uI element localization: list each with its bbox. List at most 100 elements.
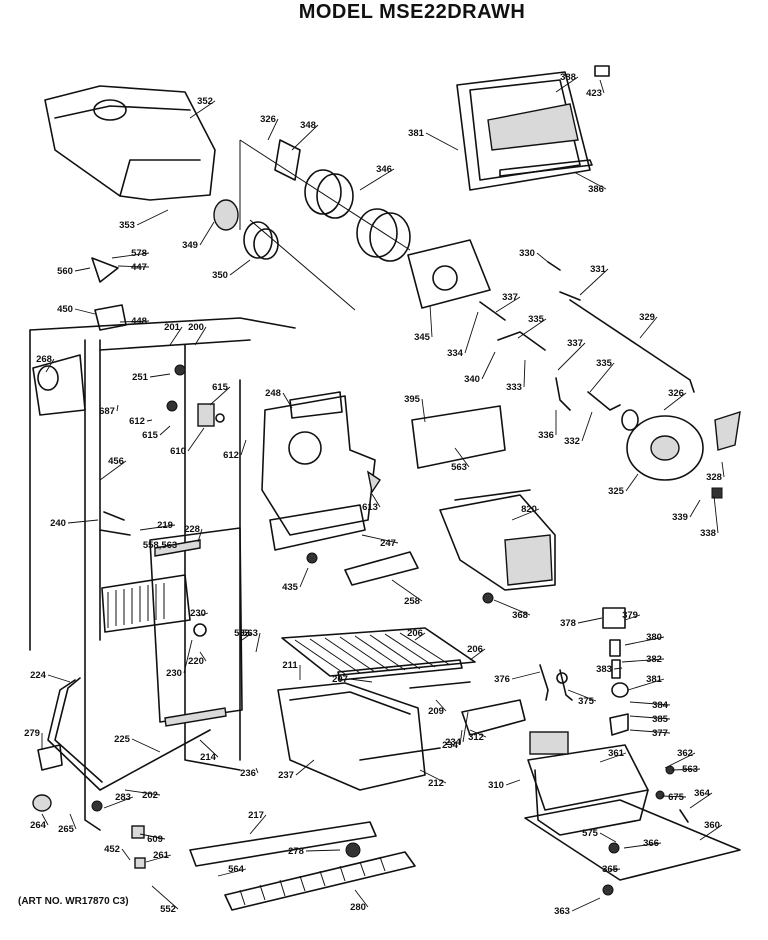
callout-225: 225 (114, 734, 161, 753)
callout-leader (625, 473, 639, 492)
callout-number: 236 (240, 768, 256, 779)
callout-leader (359, 168, 395, 191)
callout-number: 346 (376, 164, 392, 175)
callout-leader (555, 76, 579, 93)
callout-number: 381 (646, 674, 663, 685)
dispenser-door-381 (456, 65, 610, 191)
callout-leader (699, 824, 723, 841)
callout-number: 563 (682, 764, 698, 775)
callout-number: 329 (639, 312, 655, 323)
callout-leader (511, 508, 540, 521)
auger-motor-325 (621, 409, 741, 499)
callout-leader (599, 752, 627, 763)
callout-number: 248 (265, 388, 281, 399)
hardware (32, 257, 689, 896)
callout-number: 609 (147, 834, 163, 845)
callout-leader (689, 792, 713, 809)
callout-leader (299, 567, 309, 588)
callout-number: 214 (200, 752, 217, 763)
callout-219: 219 (139, 520, 176, 531)
callout-332: 332 (564, 411, 593, 447)
callout-leader (124, 789, 161, 796)
callout-number: 383 (596, 664, 612, 675)
callout-leader (189, 100, 216, 119)
callout-leader (493, 599, 531, 616)
callout-615: 615 (209, 382, 231, 406)
callout-leader (136, 209, 169, 226)
callout-number: 380 (646, 632, 662, 643)
callout-280: 280 (350, 889, 369, 913)
callout-leader (197, 528, 203, 543)
callout-365: 365 (602, 864, 621, 875)
callout-345: 345 (414, 304, 433, 343)
callout-612: 612 (223, 439, 247, 461)
callout-leader (240, 439, 247, 456)
roller-264 (32, 794, 52, 812)
callout-number: 234 (442, 740, 459, 751)
callout-number: 283 (115, 792, 131, 803)
callout-240: 240 (50, 518, 99, 529)
callout-leader (354, 889, 369, 908)
callout-leader (45, 358, 55, 373)
callout-number: 381 (408, 128, 425, 139)
callout-number: 219 (157, 520, 173, 531)
callout-number: 353 (119, 220, 135, 231)
callout-number: 423 (586, 88, 602, 99)
callout-leader (589, 362, 615, 393)
callout-number: 610 (170, 446, 186, 457)
callout-435: 435 (282, 567, 309, 593)
callout-382: 382 (621, 654, 665, 665)
callout-number: 366 (643, 838, 659, 849)
callout-820: 820 (511, 504, 540, 521)
callout-leader (511, 671, 541, 680)
callout-leader (481, 351, 496, 380)
callout-leader (47, 674, 71, 683)
callout-564: 564 (217, 864, 247, 877)
callout-number: 278 (288, 846, 304, 857)
callout-563: 563 (234, 628, 253, 641)
callout-number: 264 (30, 820, 47, 831)
callout-leader (131, 738, 161, 753)
callout-number: 564 (228, 864, 245, 875)
callout-leader (689, 499, 701, 518)
callout-leader (371, 493, 381, 508)
callout-leader (217, 868, 247, 877)
callout-leader (581, 411, 593, 442)
callout-264: 264 (30, 813, 49, 831)
callout-leader (187, 427, 205, 452)
callout-number: 334 (447, 348, 464, 359)
callout-number: 230 (190, 608, 206, 619)
callout-329: 329 (639, 312, 658, 339)
callout-number: 261 (153, 850, 170, 861)
callout-leader (523, 359, 526, 388)
water-tube-224 (47, 679, 211, 791)
callout-610: 610 (170, 427, 205, 457)
callout-leader (121, 848, 131, 861)
callout-448: 448 (119, 316, 150, 327)
callout-leader (229, 259, 251, 276)
machine-compartment-361 (524, 731, 741, 881)
callout-number: 350 (212, 270, 228, 281)
callout-leader (209, 386, 231, 406)
callout-number: 578 (131, 248, 147, 259)
callout-265: 265 (58, 813, 77, 835)
callout-number: 368 (512, 610, 528, 621)
callout-number: 612 (129, 416, 145, 427)
callout-383: 383 (596, 664, 623, 675)
callout-283: 283 (103, 792, 134, 809)
callout-number: 339 (672, 512, 688, 523)
callout-335: 335 (517, 314, 547, 339)
callout-leader (624, 636, 665, 646)
callout-leader (577, 617, 603, 624)
callout-leader (183, 639, 193, 674)
callout-leader (464, 311, 479, 354)
callout-leader (199, 739, 219, 758)
callout-leader (117, 265, 150, 268)
wire-shelf-206 (281, 627, 476, 681)
callout-378: 378 (560, 617, 603, 629)
art-number: (ART NO. WR17870 C3) (18, 896, 129, 907)
callout-leader (629, 701, 671, 706)
callout-leader (469, 648, 486, 661)
callout-206: 206 (467, 644, 486, 661)
